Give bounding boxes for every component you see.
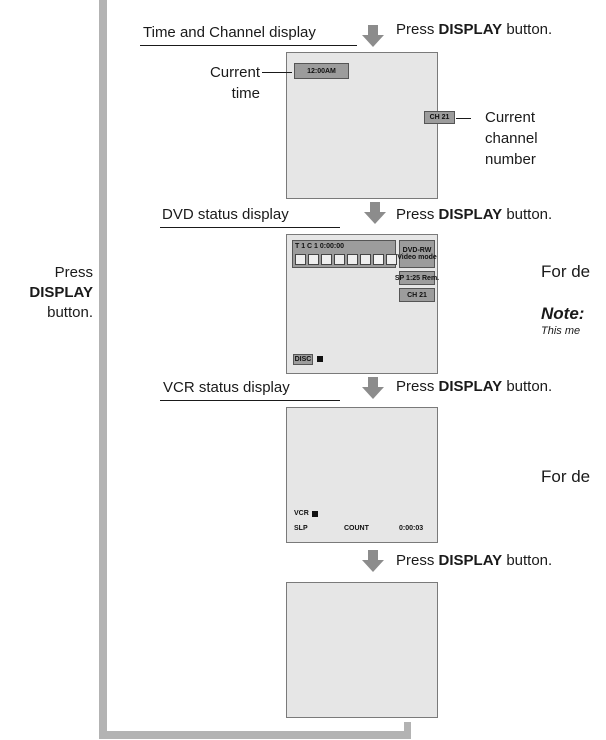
blank-icon	[373, 254, 384, 265]
loop-bracket-right-stub	[404, 722, 411, 739]
current-time-display: 12:00AM	[294, 63, 349, 79]
tv-screen-dvd-status: T 1 C 1 0:00:00 DVD-RW Video mode SP 1:2…	[286, 234, 439, 374]
callout-current-channel: Current channel number	[485, 109, 538, 168]
tv-screen-time-channel: 12:00AM CH 21	[286, 52, 455, 199]
note-text: This me	[541, 325, 581, 337]
loop-bracket-top-right	[99, 0, 105, 6]
loop-bracket-left	[99, 0, 107, 739]
down-arrow-icon	[362, 25, 384, 47]
note-label: Note:	[541, 304, 585, 323]
section-title-dvd-status: DVD status display	[162, 206, 289, 223]
press-display-instruction: Press DISPLAY button.	[396, 206, 553, 223]
audio-icon	[308, 254, 319, 265]
record-icon	[295, 254, 306, 265]
dvd-channel-display: CH 21	[399, 288, 435, 302]
record-remaining-time: SP 1:25 Rem.	[395, 271, 439, 285]
dvd-icon-row	[295, 254, 410, 265]
press-display-instruction: Press DISPLAY button.	[396, 21, 553, 38]
loop-label-display: DISPLAY	[29, 284, 93, 301]
loop-label-press: Press	[54, 264, 93, 281]
tape-speed: SLP	[294, 525, 308, 532]
display-button-label: DISPLAY	[438, 21, 503, 38]
surround-icon	[360, 254, 371, 265]
section-underline-vcr-status	[160, 400, 340, 401]
display-button-label: DISPLAY	[438, 552, 503, 569]
callout-current-time: Current time	[209, 64, 260, 102]
angle-icon	[334, 254, 345, 265]
zoom-icon	[386, 254, 397, 265]
down-arrow-icon	[364, 202, 386, 224]
disc-type-mode: DVD-RW Video mode	[397, 240, 437, 268]
tv-screen-vcr-status: VCR SLP COUNT 0:00:03	[286, 407, 438, 543]
display-button-label: DISPLAY	[438, 206, 503, 223]
current-channel-display: CH 21	[424, 111, 455, 124]
section-title-vcr-status: VCR status display	[163, 379, 290, 396]
loop-label-button: button.	[47, 304, 93, 321]
disc-label: DISC	[293, 354, 313, 365]
down-arrow-icon	[362, 550, 384, 572]
stop-icon	[317, 356, 323, 362]
callout-leader-channel	[456, 118, 471, 119]
vcr-label: VCR	[294, 510, 318, 517]
counter-label: COUNT	[344, 525, 369, 532]
section-underline-dvd-status	[160, 227, 340, 228]
press-display-instruction: Press DISPLAY button.	[396, 378, 553, 395]
callout-leader-time	[262, 72, 292, 73]
section-underline-time-channel	[140, 45, 357, 46]
tape-counter: 0:00:03	[399, 525, 424, 532]
loop-label: Press DISPLAY button.	[29, 263, 93, 323]
dvd-status-row: T 1 C 1 0:00:00	[295, 243, 345, 250]
display-button-label: DISPLAY	[438, 378, 503, 395]
section-title-time-channel: Time and Channel display	[143, 24, 316, 41]
repeat-icon	[347, 254, 358, 265]
tv-screen-blank	[286, 582, 438, 718]
press-display-instruction: Press DISPLAY button.	[396, 552, 553, 569]
loop-bracket-bottom	[99, 731, 411, 739]
side-text-dvd: For de	[541, 262, 591, 281]
side-text-vcr: For de	[541, 467, 591, 486]
stop-icon	[311, 510, 318, 517]
subtitle-icon	[321, 254, 332, 265]
down-arrow-icon	[362, 377, 384, 399]
